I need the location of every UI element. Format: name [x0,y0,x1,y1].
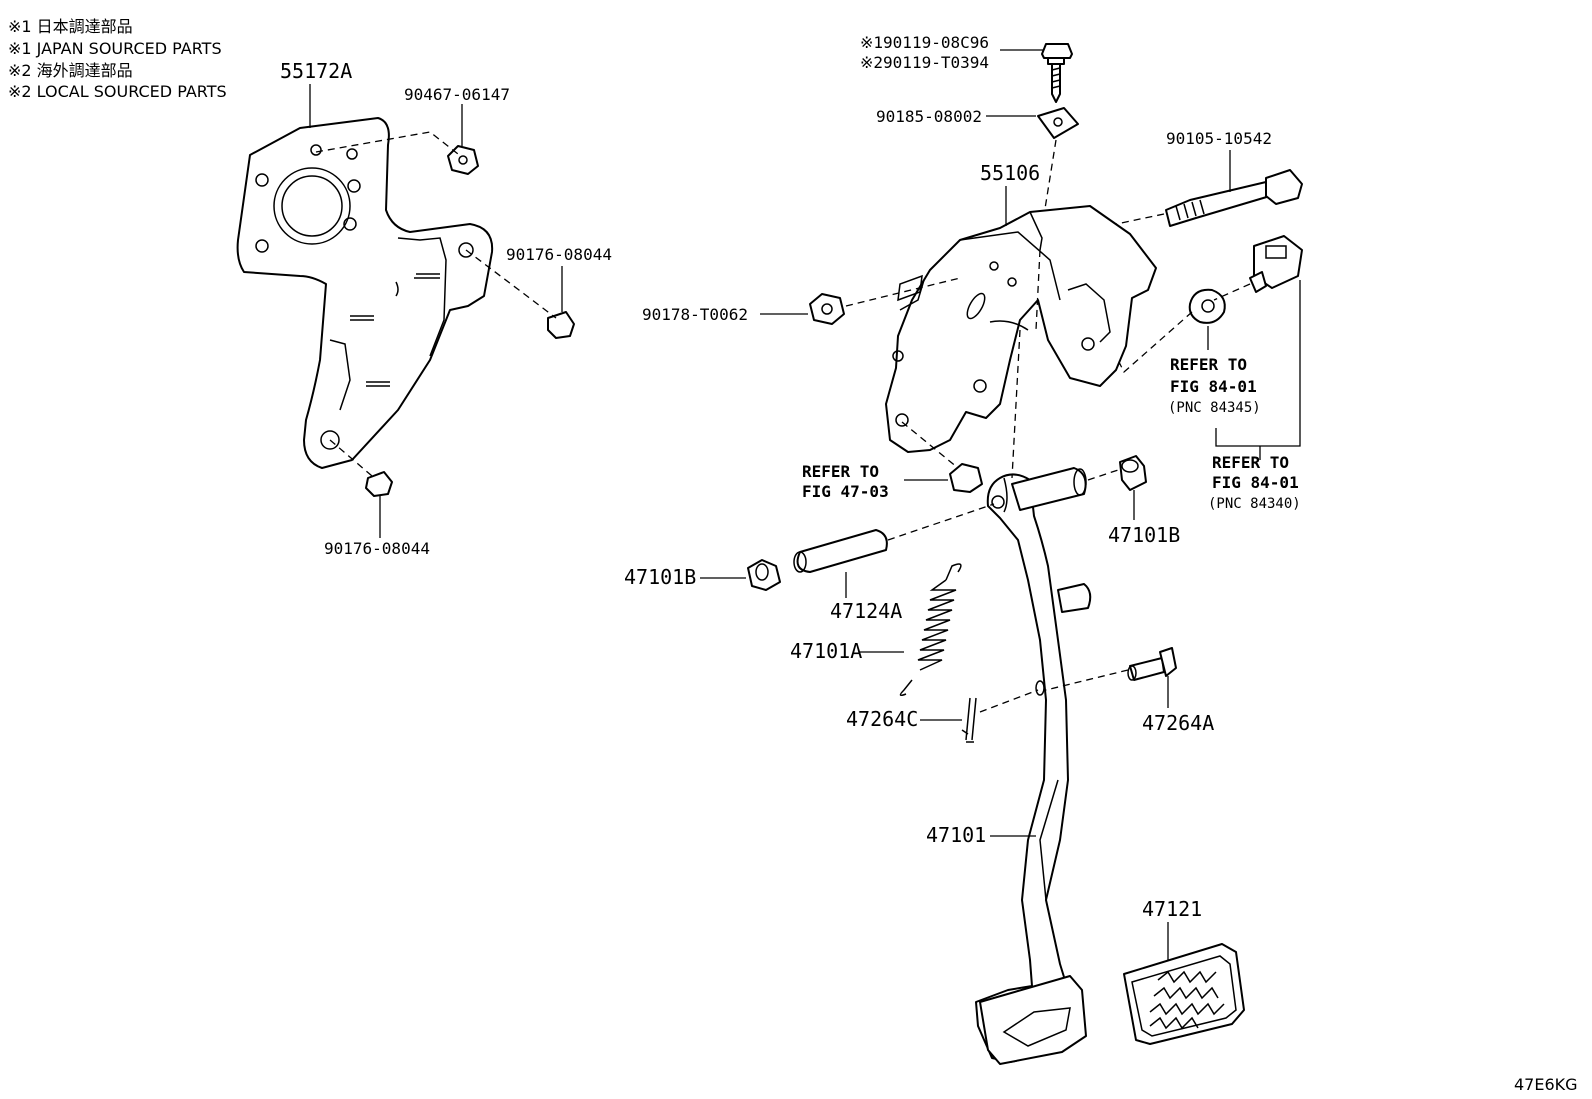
nut-90467-06147 [447,145,479,175]
dash-90178 [845,277,961,307]
label-90178-T0062: 90178-T0062 [642,305,748,324]
clip-47264C [961,697,977,743]
dash-bracket-nut-right [465,249,557,319]
svg-text:FIG 47-03: FIG 47-03 [802,482,889,501]
switch-clip [1188,288,1226,324]
dash-switch [1213,283,1251,301]
dash-47264C [979,689,1039,713]
label-47264C: 47264C [846,707,918,731]
nut-90176-08044-lower [365,471,393,497]
bushing-47101B-right [1119,455,1147,491]
svg-text:(PNC 84340): (PNC 84340) [1208,496,1301,512]
dash-fig47-nut [901,421,959,469]
dash-vertical-2 [1035,249,1041,331]
pedal-pad-47121 [1123,943,1245,1045]
nut-90178-T0062 [809,293,845,325]
label-47101: 47101 [926,823,986,847]
svg-text:FIG 84-01: FIG 84-01 [1170,377,1257,396]
leader-pnc84340 [1215,280,1301,460]
pedal-arm-47101 [975,467,1092,1065]
label-47264A: 47264A [1142,711,1214,735]
label-90176-08044-bottom: 90176-08044 [324,539,430,558]
dash-bracket-nut-top [315,131,459,155]
nut-90176-08044-upper [547,311,575,339]
label-90105-10542: 90105-10542 [1166,129,1272,148]
note-1-en: ※1 JAPAN SOURCED PARTS [8,39,222,58]
dash-47264A [1045,669,1129,691]
ref-fig84-a: REFER TO FIG 84-01 (PNC 84345) [1168,355,1261,416]
svg-text:REFER TO: REFER TO [802,462,879,481]
spring-47101A [899,563,962,697]
ref-fig47-03: REFER TO FIG 47-03 [802,462,889,501]
pedal-support-55106 [885,205,1157,453]
stop-lamp-switch [1249,235,1303,293]
ref-fig84-b: REFER TO FIG 84-01 (PNC 84340) [1208,453,1301,512]
svg-text:REFER TO: REFER TO [1212,453,1289,472]
collar-47124A [793,529,888,573]
nut-ref-fig47 [949,463,983,493]
svg-text:(PNC 84345): (PNC 84345) [1168,400,1261,416]
bolt-90105-10542 [1165,169,1303,227]
pin-47264A [1127,647,1177,681]
bracket-55172A [236,117,494,469]
label-90467-06147: 90467-06147 [404,85,510,104]
label-55172A: 55172A [280,59,352,83]
diagram-code: 47E6KG [1514,1075,1578,1094]
svg-text:FIG 84-01: FIG 84-01 [1212,473,1299,492]
note-2-jp: ※2 海外調達部品 [8,61,133,80]
notes-block: ※1 日本調達部品 ※1 JAPAN SOURCED PARTS ※2 海外調達… [8,17,227,101]
dash-collar [887,503,995,541]
label-90176-08044-top: 90176-08044 [506,245,612,264]
label-55106: 55106 [980,161,1040,185]
note-2-en: ※2 LOCAL SOURCED PARTS [8,82,227,101]
dash-47101B-right [1087,469,1119,481]
note-1-jp: ※1 日本調達部品 [8,17,133,36]
bolt-90119 [1041,43,1073,103]
label-90119-08C96: ※190119-08C96 [860,33,989,52]
svg-text:REFER TO: REFER TO [1170,355,1247,374]
clip-90185-08002 [1037,107,1079,139]
label-47101A: 47101A [790,639,862,663]
label-47101B-left: 47101B [624,565,696,589]
label-47101B-right: 47101B [1108,523,1180,547]
dash-vertical-1 [1011,329,1021,479]
label-90119-T0394: ※290119-T0394 [860,53,989,72]
label-47121: 47121 [1142,897,1202,921]
bushing-47101B-left [747,559,781,591]
label-47124A: 47124A [830,599,902,623]
label-90185-08002: 90185-08002 [876,107,982,126]
dash-bracket-nut-bottom [329,439,373,477]
